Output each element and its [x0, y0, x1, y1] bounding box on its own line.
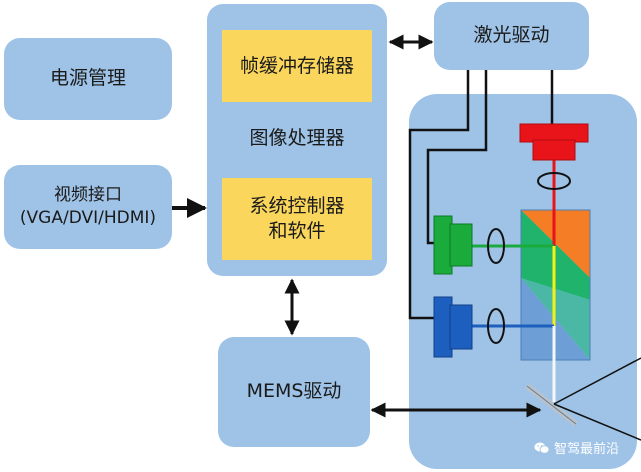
system-controller-line2: 和软件	[268, 220, 326, 242]
wechat-icon	[534, 442, 550, 454]
frame-buffer-label: 帧缓冲存储器	[239, 54, 354, 77]
blue-laser-diode	[433, 296, 473, 358]
video-interface-line2: (VGA/DVI/HDMI)	[19, 208, 157, 228]
frame-buffer-block: 帧缓冲存储器	[222, 30, 372, 102]
video-interface-line1: 视频接口	[54, 185, 122, 206]
video-interface-label: 视频接口 (VGA/DVI/HDMI)	[20, 184, 156, 230]
wire-to-green-laser	[426, 70, 488, 245]
green-laser-diode	[433, 215, 473, 275]
system-controller-label: 系统控制器 和软件	[249, 194, 344, 243]
scan-line-lower	[553, 403, 641, 441]
scan-line-upper	[553, 357, 641, 405]
power-management-block: 电源管理	[4, 38, 172, 120]
blue-lens	[487, 308, 505, 344]
laser-driver-label: 激光驱动	[473, 24, 550, 47]
wire-to-blue-laser	[408, 70, 470, 320]
red-lens	[537, 172, 571, 190]
watermark-text: 智驾最前沿	[554, 442, 620, 457]
laser-driver-block: 激光驱动	[434, 2, 589, 70]
mems-driver-label: MEMS驱动	[246, 380, 342, 403]
image-processor-block: 帧缓冲存储器 图像处理器 系统控制器 和软件	[207, 4, 387, 276]
mems-mirror-edge	[526, 385, 577, 425]
system-controller-line1: 系统控制器	[249, 195, 345, 218]
green-lens	[487, 228, 505, 264]
red-laser-diode	[519, 123, 589, 161]
mems-driver-block: MEMS驱动	[218, 337, 370, 447]
system-controller-block: 系统控制器 和软件	[222, 178, 372, 260]
watermark: 智驾最前沿	[534, 438, 619, 457]
image-processor-label: 图像处理器	[249, 127, 345, 149]
power-management-label: 电源管理	[49, 67, 126, 90]
video-interface-block: 视频接口 (VGA/DVI/HDMI)	[4, 165, 172, 249]
